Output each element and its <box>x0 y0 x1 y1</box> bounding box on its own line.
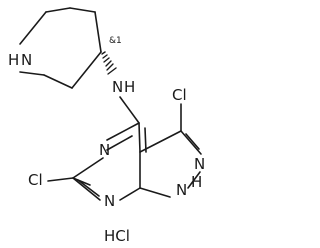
pyrazole-h-label: H <box>191 173 202 191</box>
pyrimidine-n1-label: N <box>104 192 115 210</box>
hashed-stereo-bond <box>101 51 117 75</box>
pyrazole-n2-label: N <box>194 155 205 173</box>
amine-h-label: H <box>124 78 135 96</box>
chemical-structure-diagram: H N &1 N H Cl N N H N Cl N HCl <box>8 7 205 245</box>
pyrazolopyrimidine-core <box>72 103 202 201</box>
chlorine-top-label: Cl <box>172 86 187 104</box>
chlorine-left-label: Cl <box>28 171 43 189</box>
pyrazole-n1-label: N <box>176 181 187 199</box>
stereo-label: &1 <box>109 36 122 46</box>
hcl-salt-label: HCl <box>104 227 130 245</box>
chloro-bond-left <box>47 177 74 182</box>
pyrimidine-n3-label: N <box>99 141 110 159</box>
amine-n-label: N <box>112 78 123 96</box>
amine-bond <box>119 96 140 124</box>
piperidine-n-label: N <box>21 51 32 69</box>
piperidine-ring <box>19 7 102 89</box>
piperidine-h-label: H <box>8 51 19 69</box>
